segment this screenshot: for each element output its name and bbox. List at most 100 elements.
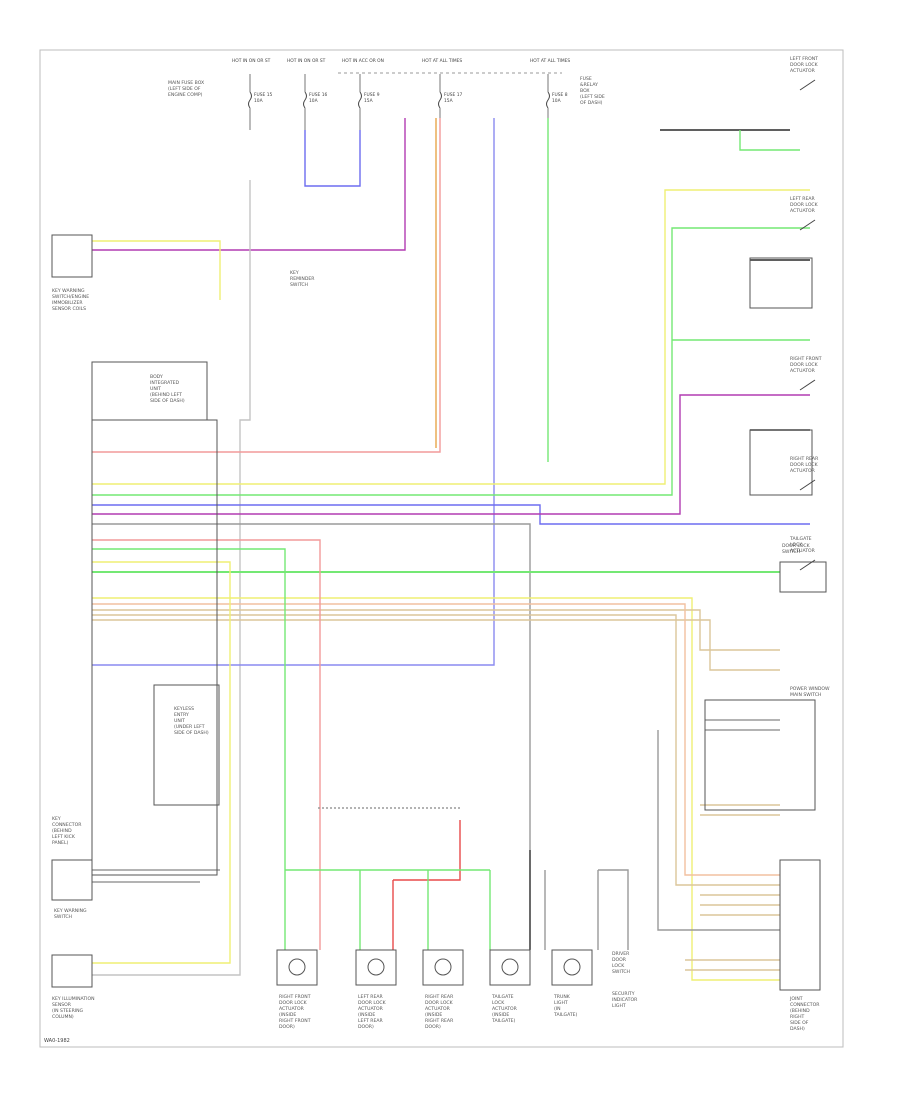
joint-conn-box	[779, 859, 821, 991]
wire-gray-long	[92, 180, 251, 976]
key-reminder-label: KEY REMINDER SWITCH	[290, 270, 316, 288]
wire-yellow-key	[92, 240, 221, 300]
wire-yellow-right	[92, 189, 810, 485]
power-window-label: POWER WINDOW MAIN SWITCH	[790, 686, 831, 698]
actuator-5-box	[551, 949, 593, 986]
wires	[92, 118, 810, 981]
motor-icon	[288, 958, 306, 976]
switch-box-1	[749, 257, 813, 309]
motor-icon	[563, 958, 581, 976]
wire-gray-ind	[598, 869, 629, 950]
diagram-frame	[39, 49, 844, 1048]
wire-purple-right	[92, 394, 810, 515]
actuator-2-box	[355, 949, 397, 986]
wire-purple-key	[92, 118, 406, 251]
fuse-a-element	[248, 91, 252, 109]
fuse-e-top-label: HOT AT ALL TIMES	[530, 58, 570, 64]
security-ind-label: SECURITY INDICATOR LIGHT	[612, 991, 639, 1009]
wire-red-main	[92, 118, 441, 453]
keyless-unit-box	[153, 684, 220, 806]
fuse-a-top-label: HOT IN ON OR ST	[232, 58, 271, 64]
fuse-a-amp-label: 10A	[254, 98, 263, 104]
ignition-sensor-box	[51, 954, 93, 988]
door-lock-sw-label: DOOR LOCK SWITCH	[782, 543, 811, 555]
component-labels: MAIN FUSE BOX (LEFT SIDE OF ENGINE COMP)…	[52, 76, 831, 1032]
switch-box-2	[749, 429, 813, 496]
actuator-4-box	[489, 949, 531, 986]
actuator-1-box	[276, 949, 318, 986]
main-fuse-box-label: MAIN FUSE BOX (LEFT SIDE OF ENGINE COMP)	[168, 80, 206, 98]
fuse-relay-box-label: FUSE &RELAY BOX (LEFT SIDE OF DASH)	[580, 76, 606, 106]
fuse-c-fuse-label: FUSE 9	[364, 92, 380, 98]
wire-yellow-lower	[92, 597, 780, 981]
fuse-b-fuse-label: FUSE 16	[309, 92, 327, 98]
key-ignition-box	[51, 234, 93, 278]
key-connector-label: KEY CONNECTOR (BEHIND LEFT KICK PANEL)	[52, 816, 83, 846]
switch-contact-icon	[799, 479, 816, 491]
switch-contact-icon	[799, 79, 816, 91]
motor-icon	[367, 958, 385, 976]
component-boxes	[51, 234, 827, 991]
key-ignition-label: KEY WARNING SWITCH/ENGINE IMMOBILIZER SE…	[52, 288, 91, 312]
switch-contact-icon	[799, 559, 816, 571]
wire-tan-lower	[92, 609, 780, 651]
wire-tan-lower2	[92, 619, 780, 671]
body-control-label: BODY INTEGRATED UNIT (BEHIND LEFT SIDE O…	[150, 374, 185, 404]
key-warning-box	[51, 859, 93, 901]
fuse-c-element	[358, 91, 362, 109]
key-warning-label: KEY WARNING SWITCH	[54, 908, 88, 920]
fuse-d-fuse-label: FUSE 17	[444, 92, 462, 98]
ignition-sensor-label: KEY ILLUMINATION SENSOR (IN STEERING COL…	[52, 996, 96, 1020]
wire-red-rr2	[393, 820, 461, 881]
wire-bundle-1	[657, 730, 780, 931]
fuse-d-top-label: HOT AT ALL TIMES	[422, 58, 462, 64]
fuse-e-element	[546, 91, 550, 109]
wire-gray-right	[92, 523, 531, 850]
fuse-b-amp-label: 10A	[309, 98, 318, 104]
door-lock-sw-box	[779, 561, 827, 593]
fuse-b-top-label: HOT IN ON OR ST	[287, 58, 326, 64]
diagram-code: WA0-1982	[44, 1038, 70, 1044]
fuse-e-amp-label: 10A	[552, 98, 561, 104]
motor-icon	[434, 958, 452, 976]
joint-conn-label: JOINT CONNECTOR (BEHIND RIGHT SIDE OF DA…	[789, 996, 821, 1032]
wire-green-act	[92, 548, 286, 950]
wire-tan-lower3	[92, 614, 780, 886]
wire-blue-top	[304, 130, 361, 187]
fuse-a-fuse-label: FUSE 15	[254, 92, 272, 98]
motor-icon	[501, 958, 519, 976]
fuse-b-element	[303, 91, 307, 109]
wire-yellow-act	[92, 561, 231, 964]
wire-gray-main	[92, 118, 495, 666]
fuse-c-amp-label: 15A	[364, 98, 373, 104]
wire-pink-lower	[92, 603, 780, 876]
